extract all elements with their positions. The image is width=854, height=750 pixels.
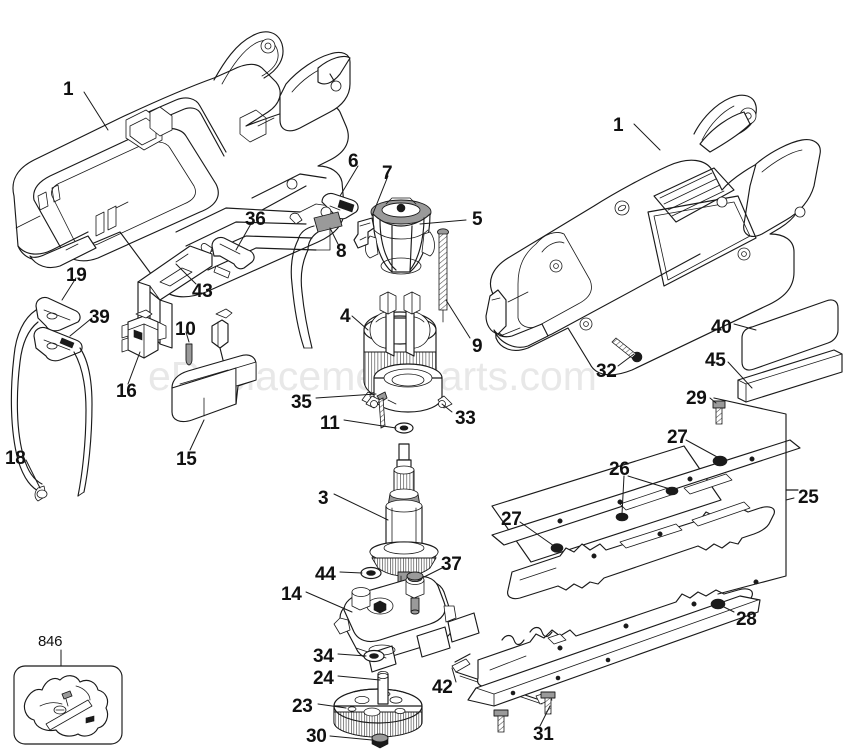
callout-16: 16 (116, 381, 137, 402)
inset-label-846: 846 (38, 633, 63, 650)
callout-8: 8 (336, 241, 347, 262)
callout-11: 11 (320, 413, 340, 434)
callout-9: 9 (472, 336, 483, 357)
callout-34: 34 (313, 646, 334, 667)
callout-33: 33 (455, 408, 476, 429)
part-gear-23 (333, 673, 423, 738)
part-bearing-cap (365, 363, 453, 413)
part-label-45 (737, 349, 843, 403)
callout-44: 44 (315, 564, 336, 585)
part-housing-right (485, 94, 821, 376)
hardware-bag-inset (13, 649, 123, 745)
callout-1-right: 1 (613, 115, 624, 136)
callout-37: 37 (441, 554, 462, 575)
callout-31: 31 (533, 724, 554, 745)
callout-27-upper: 27 (667, 427, 688, 448)
callout-32: 32 (596, 361, 617, 382)
part-washer-44 (360, 566, 382, 580)
part-washer-11 (394, 422, 414, 434)
callout-3: 3 (318, 488, 329, 509)
callout-5: 5 (472, 209, 483, 230)
part-washer-34 (363, 649, 385, 663)
part-switch-16 (121, 309, 167, 359)
part-housing-left (12, 31, 351, 298)
callout-29: 29 (686, 388, 707, 409)
leader-lines (25, 91, 795, 741)
callout-4: 4 (340, 306, 351, 327)
part-blade-assembly (467, 397, 801, 707)
part-trigger-15 (171, 308, 257, 423)
callout-14: 14 (281, 584, 302, 605)
callout-10: 10 (175, 319, 196, 340)
part-screw-31a (493, 709, 509, 733)
callout-36: 36 (245, 209, 266, 230)
part-cord-assembly (10, 296, 93, 502)
part-screw-32 (611, 337, 643, 363)
callout-40: 40 (711, 317, 732, 338)
part-rivets (550, 455, 728, 610)
part-armature (369, 443, 439, 605)
callout-28: 28 (736, 609, 757, 630)
part-screw-29 (712, 400, 726, 425)
callout-1-left: 1 (63, 79, 74, 100)
part-screw-35 (376, 391, 388, 429)
callout-25: 25 (798, 487, 819, 508)
callout-30: 30 (306, 726, 327, 747)
callout-43: 43 (192, 281, 213, 302)
callout-24: 24 (313, 668, 334, 689)
callout-39: 39 (89, 307, 110, 328)
part-lever-36 (200, 236, 255, 279)
callout-35: 35 (291, 392, 312, 413)
callout-15: 15 (176, 449, 197, 470)
callout-42: 42 (432, 677, 453, 698)
part-gear-case (333, 573, 457, 673)
callout-6: 6 (348, 151, 359, 172)
callout-19: 19 (66, 265, 87, 286)
part-pin-10 (185, 343, 193, 366)
callout-26: 26 (609, 459, 630, 480)
part-long-screw (437, 228, 449, 323)
callout-27-lower: 27 (501, 509, 522, 530)
callout-45: 45 (705, 350, 726, 371)
part-capacitor (289, 211, 343, 349)
part-screw-31b (540, 691, 556, 715)
callout-7: 7 (382, 163, 393, 184)
part-fan (365, 197, 435, 275)
part-nut-30 (371, 733, 389, 749)
callout-23: 23 (292, 696, 313, 717)
callout-18: 18 (5, 448, 26, 469)
part-terminal-7 (353, 217, 375, 249)
part-screw-37 (406, 571, 424, 581)
